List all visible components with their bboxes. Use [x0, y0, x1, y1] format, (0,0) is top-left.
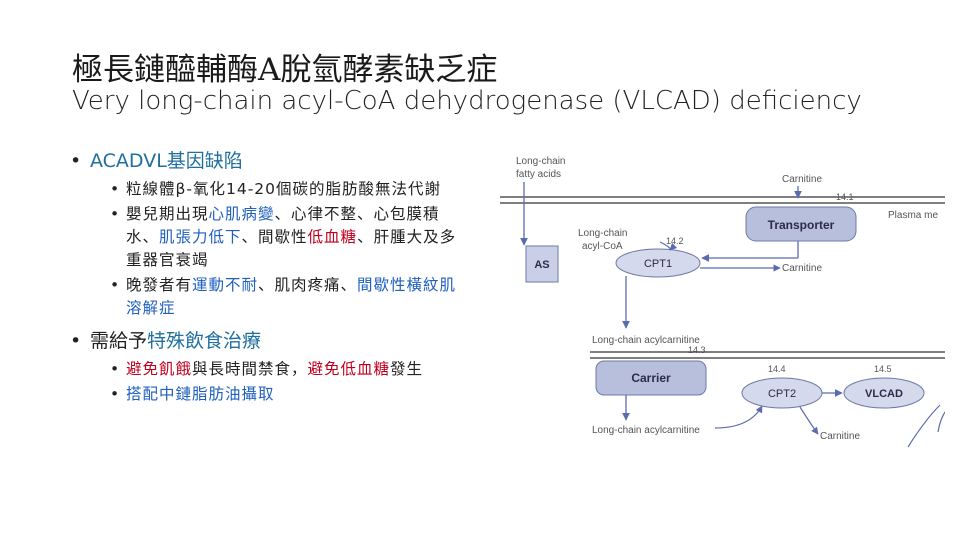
as-box: [525, 245, 559, 283]
bullet-infant-symptoms: 嬰兒期出現心肌病變、心律不整、心包膜積水、肌張力低下、間歇性低血糖、肝腫大及多重…: [110, 203, 468, 272]
cpt2-label: CPT2: [768, 388, 796, 400]
vlcad-label: VLCAD: [865, 388, 903, 400]
bullet-beta-oxidation: 粒線體β-氧化14-20個碳的脂肪酸無法代謝: [110, 178, 468, 201]
step-14-1: 14.1: [836, 192, 854, 202]
text-segment: 與長時間禁食，: [192, 360, 308, 378]
lc-acylcarnitine-label-1: Long-chain acylcarnitine: [592, 335, 700, 346]
carnitine-bottom-label: Carnitine: [820, 431, 860, 442]
highlight-avoid-hunger: 避免飢餓: [126, 360, 193, 378]
lcfa-label-1: Long-chain: [516, 156, 565, 167]
highlight-rhabdomyolysis: 間歇性橫紋肌溶解症: [126, 276, 457, 317]
bullet-beta-oxidation-text: 粒線體β-氧化14-20個碳的脂肪酸無法代謝: [126, 180, 442, 198]
cpt1-label: CPT1: [644, 258, 672, 270]
text-segment: 嬰兒期出現: [126, 205, 209, 223]
step-14-4: 14.4: [768, 364, 786, 374]
highlight-hypotonia: 肌張力低下: [159, 228, 242, 246]
carnitine-mid-label: Carnitine: [782, 263, 822, 274]
bullet-diet-therapy: 需給予特殊飲食治療: [68, 328, 468, 354]
carnitine-top-label: Carnitine: [782, 174, 822, 185]
text-segment: 需給予: [90, 330, 148, 352]
lcfa-label-2: fatty acids: [516, 169, 561, 180]
arrow-acylcarnitine-to-cpt2: [714, 405, 763, 429]
lc-acylcoa-label-1: Long-chain: [578, 228, 627, 239]
highlight-hypoglycemia: 低血糖: [307, 228, 358, 246]
carrier-box: [595, 360, 707, 396]
highlight-exercise-intolerance: 運動不耐: [192, 276, 259, 294]
arrow-cpt2-carnitine: [799, 406, 819, 435]
highlight-special-diet: 特殊飲食治療: [147, 330, 262, 352]
highlight-cardiomyopathy: 心肌病變: [208, 205, 275, 223]
highlight-avoid-hypoglycemia: 避免低血糖: [307, 360, 391, 378]
step-14-2: 14.2: [666, 236, 684, 246]
arrow-acylcoa-to-cpt1: [659, 241, 678, 251]
page-title: 極長鏈醯輔酶A脫氫酵素缺乏症: [72, 52, 498, 88]
cpt1-ellipse: [615, 248, 701, 278]
step-14-3: 14.3: [688, 345, 706, 355]
pathway-svg: Long-chain fatty acids Carnitine 14.1 Pl…: [500, 156, 946, 448]
text-segment: 、間歇性: [241, 228, 308, 246]
plasma-membrane-label: Plasma me: [888, 210, 938, 221]
transporter-label: Transporter: [768, 218, 835, 232]
lc-acylcarnitine-label-2: Long-chain acylcarnitine: [592, 425, 700, 436]
page-subtitle: Very long-chain acyl-CoA dehydrogenase (…: [72, 86, 862, 116]
carrier-label: Carrier: [631, 371, 671, 385]
lc-acylcoa-label-2: acyl-CoA: [582, 241, 623, 252]
text-segment: 、肌肉疼痛、: [258, 276, 358, 294]
arrow-vlcad-out-2: [937, 411, 946, 433]
bullet-acadvl: ACADVL基因缺陷: [68, 148, 468, 174]
vlcad-pathway-diagram: Long-chain fatty acids Carnitine 14.1 Pl…: [500, 150, 946, 450]
step-14-5: 14.5: [874, 364, 892, 374]
text-segment: 、肝腫大及多重器官衰竭: [126, 228, 457, 269]
bullet-late-onset: 晚發者有運動不耐、肌肉疼痛、間歇性橫紋肌溶解症: [110, 274, 468, 320]
as-label: AS: [534, 259, 549, 271]
text-segment: 發生: [390, 360, 424, 378]
bullet-list: ACADVL基因缺陷 粒線體β-氧化14-20個碳的脂肪酸無法代謝 嬰兒期出現心…: [68, 148, 468, 408]
arrow-vlcad-out-1: [907, 404, 941, 448]
bullet-avoid-fasting: 避免飢餓與長時間禁食，避免低血糖發生: [110, 358, 468, 381]
text-segment: 晚發者有: [126, 276, 193, 294]
vlcad-ellipse: [843, 377, 925, 409]
bullet-acadvl-text: ACADVL基因缺陷: [90, 150, 243, 172]
bullet-mct-oil: 搭配中鏈脂肪油攝取: [110, 383, 468, 406]
transporter-box: [745, 206, 857, 242]
text-segment: 、心律不整、心包膜積水、: [126, 205, 440, 246]
bullet-mct-oil-text: 搭配中鏈脂肪油攝取: [126, 385, 275, 403]
